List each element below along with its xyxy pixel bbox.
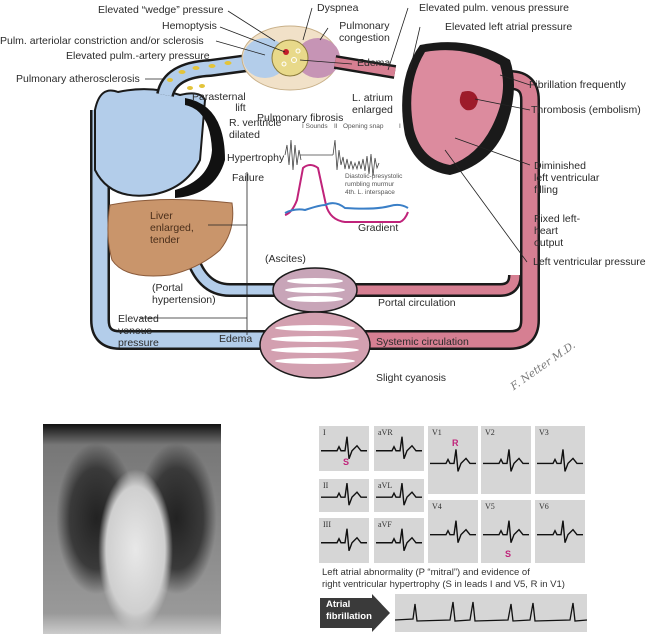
label-sounds: I Sounds (302, 123, 328, 130)
label-fixed-output: Fixed left- heart output (534, 213, 581, 249)
ecg-lead-avr: aVR (374, 426, 424, 471)
label-failure: Failure (232, 172, 265, 184)
ecg-lead-label: V4 (432, 502, 442, 511)
label-wedge-pressure: Elevated “wedge” pressure (98, 4, 224, 16)
ecg-caption-line2: right ventricular hypertrophy (S in lead… (322, 579, 565, 590)
ecg-lead-label: V2 (485, 428, 495, 437)
ecg-lead-label: I (323, 428, 326, 437)
ecg-lead-label: II (323, 481, 329, 490)
ecg-lead-label: V6 (539, 502, 549, 511)
label-edema-pulm: Edema (357, 57, 391, 69)
label-left-atrial-pressure: Elevated left atrial pressure (445, 21, 573, 33)
label-hypertrophy: Hypertrophy (227, 152, 285, 164)
ecg-lead-ii: II (319, 479, 369, 512)
label-pulm-atherosclerosis: Pulmonary atherosclerosis (16, 73, 140, 85)
label-la-enlarged: L. atrium enlarged (352, 92, 393, 116)
label-opening-snap: Opening snap (343, 123, 384, 130)
lv-pressure-curve (284, 164, 409, 223)
ecg-lead-label: V1 (432, 428, 442, 437)
liver (107, 198, 234, 277)
label-rv-dilated: R. ventricle dilated (229, 117, 282, 141)
label-diminished-filling: Diminished left ventricular filling (534, 160, 600, 196)
af-rhythm-strip (395, 594, 587, 632)
af-label-2: fibrillation (326, 611, 372, 622)
ecg-lead-v4: V4 (428, 500, 478, 563)
la-pressure-curve (284, 202, 409, 214)
label-ascites: (Ascites) (265, 253, 306, 265)
atherosclerosis-plaques (167, 61, 232, 90)
label-sound-i: I (399, 123, 401, 130)
label-venous-pressure: Elevated venous pressure (118, 313, 159, 349)
ecg-mark: S (343, 457, 350, 467)
right-heart (94, 88, 207, 197)
ecg-lead-label: III (323, 520, 331, 529)
label-pulm-congestion: Pulmonary congestion (339, 20, 390, 44)
label-arteriolar-constriction: Pulm. arteriolar constriction and/or scl… (0, 35, 204, 47)
label-sound-ii: II (334, 123, 338, 130)
lung-tissue (241, 25, 340, 91)
systemic-capillary-bed (259, 311, 371, 379)
leader-lines (140, 7, 531, 335)
thrombus (459, 91, 478, 111)
label-dyspnea: Dyspnea (317, 2, 359, 14)
label-systemic-circulation: Systemic circulation (376, 336, 469, 348)
ecg-lead-v2: V2 (481, 426, 531, 494)
ecg-caption-line1: Left atrial abnormality (P “mitral”) and… (322, 567, 530, 578)
label-portal-circulation: Portal circulation (378, 297, 456, 309)
label-pa-pressure: Elevated pulm.-artery pressure (66, 50, 210, 62)
portal-capillary-bed (272, 267, 358, 313)
label-parasternal-lift: Parasternal lift (192, 91, 246, 114)
label-liver: Liver enlarged, tender (150, 210, 194, 246)
ecg-lead-iii: III (319, 518, 369, 563)
label-hemoptysis: Hemoptysis (162, 20, 217, 32)
ecg-lead-label: aVL (378, 481, 393, 490)
label-murmur: Diastolic-presystolic rumbling murmur 4t… (345, 173, 403, 196)
label-fibrillation: Fibrillation frequently (529, 79, 626, 91)
label-lv-pressure: Left ventricular pressure (533, 256, 646, 268)
af-label-1: Atrial (326, 599, 351, 610)
label-gradient: Gradient (358, 222, 399, 234)
label-portal-hypertension: (Portal hypertension) (152, 282, 216, 306)
ecg-mark: S (505, 549, 512, 559)
ecg-lead-avl: aVL (374, 479, 424, 512)
ecg-lead-v3: V3 (535, 426, 585, 494)
label-slight-cyanosis: Slight cyanosis (376, 372, 447, 384)
label-edema-systemic: Edema (219, 333, 253, 345)
ecg-lead-label: V5 (485, 502, 495, 511)
ecg-lead-label: V3 (539, 428, 549, 437)
label-pulm-fibrosis: Pulmonary fibrosis (257, 112, 344, 124)
label-thrombosis: Thrombosis (embolism) (531, 104, 641, 116)
ecg-mark: R (452, 438, 459, 448)
chest-xray (43, 424, 221, 634)
ecg-lead-v6: V6 (535, 500, 585, 563)
rv-hypertrophied-wall (175, 98, 225, 198)
ecg-lead-label: aVR (378, 428, 393, 437)
ecg-lead-avf: aVF (374, 518, 424, 563)
ecg-lead-label: aVF (378, 520, 392, 529)
label-pulm-venous-pressure: Elevated pulm. venous pressure (419, 2, 569, 14)
phonocardiogram (284, 139, 380, 177)
